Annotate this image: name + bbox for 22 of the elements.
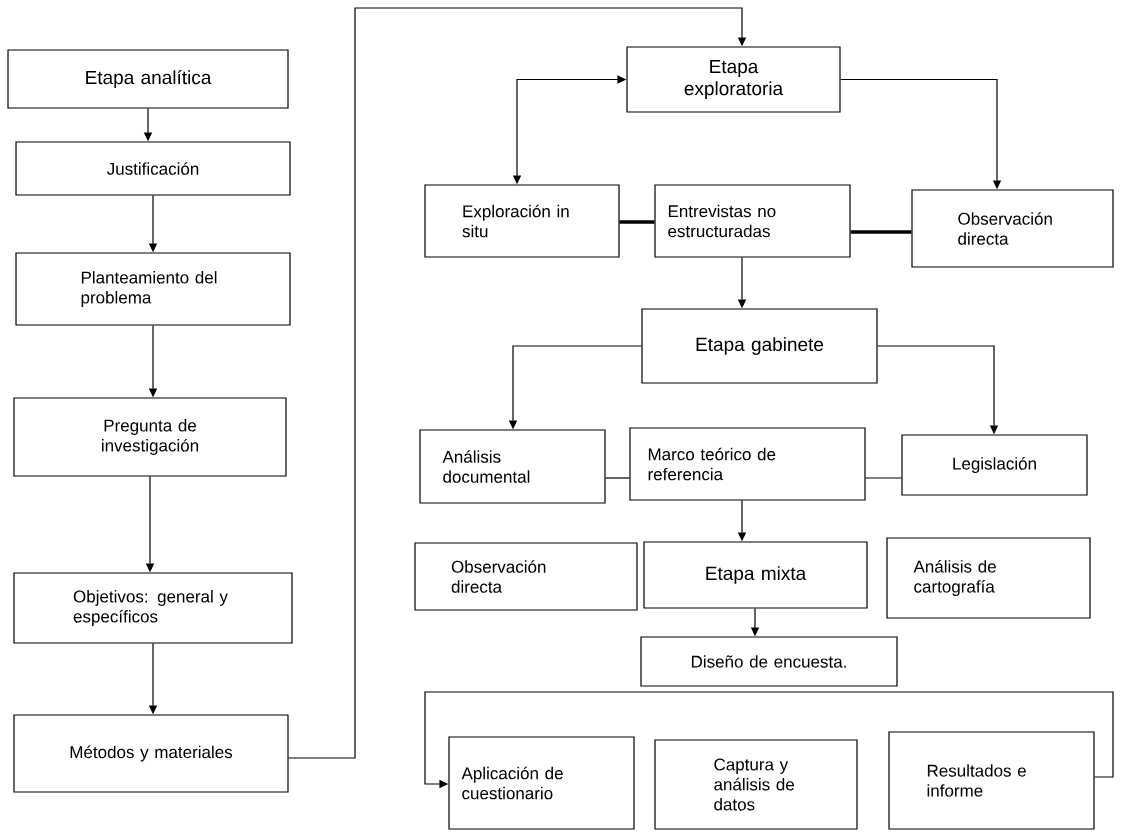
arrow bbox=[288, 7, 747, 759]
process-box: Diseño de encuesta. bbox=[640, 636, 898, 687]
process-box: Etapa gabinete bbox=[641, 308, 878, 384]
process-box: Legislación bbox=[901, 434, 1088, 496]
process-box: Aplicación de cuestionario bbox=[448, 736, 635, 830]
process-box: Métodos y materiales bbox=[13, 714, 289, 793]
process-box: Justificación bbox=[15, 141, 291, 196]
process-box: Captura y análisis de datos bbox=[654, 739, 858, 830]
process-box: Marco teórico de referencia bbox=[629, 427, 866, 501]
process-box: Etapa analítica bbox=[7, 49, 289, 109]
process-box: Entrevistas no estructuradas bbox=[654, 184, 851, 258]
process-box: Pregunta de investigación bbox=[13, 397, 287, 477]
process-box: Objetivos: general y específicos bbox=[13, 572, 293, 644]
process-box: Exploración in situ bbox=[424, 184, 620, 258]
process-box: Análisis de cartografía bbox=[886, 537, 1091, 619]
process-box: Planteamiento del problema bbox=[15, 252, 291, 326]
process-box: Etapa mixta bbox=[643, 541, 868, 609]
process-box: Etapa exploratoria bbox=[626, 46, 841, 113]
process-box: Análisis documental bbox=[419, 429, 606, 504]
process-box: Observación directa bbox=[911, 189, 1114, 268]
process-box: Resultados e informe bbox=[888, 731, 1095, 830]
process-box: Observación directa bbox=[414, 542, 638, 611]
